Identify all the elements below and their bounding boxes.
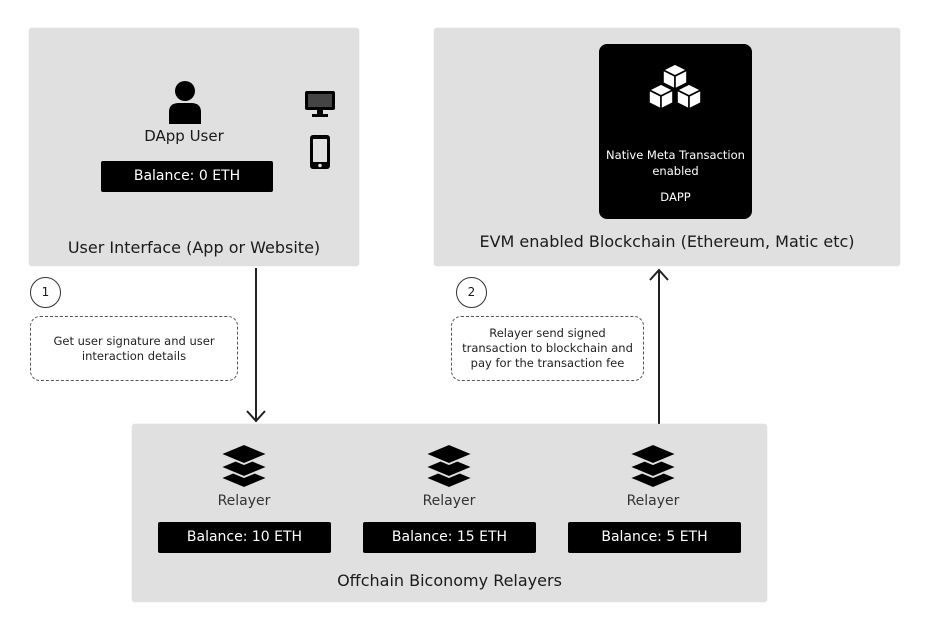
layers-icon — [628, 443, 678, 489]
relayer-3-label: Relayer — [626, 493, 680, 509]
step-1-marker: 1 — [30, 277, 61, 308]
step-1-note: Get user signature and user interaction … — [30, 316, 238, 381]
relayer-3-balance: Balance: 5 ETH — [568, 522, 741, 553]
arrow-relayers-to-blockchain — [649, 268, 669, 424]
layers-icon — [219, 443, 269, 489]
step-1-note-line2: interaction details — [81, 348, 187, 363]
dapp-box: Native Meta Transaction enabled DAPP — [599, 44, 752, 219]
layers-icon — [424, 443, 474, 489]
dapp-name: DAPP — [660, 190, 691, 204]
relayer-2-balance: Balance: 15 ETH — [363, 522, 536, 553]
step-2-note: Relayer send signed transaction to block… — [451, 316, 644, 381]
user-icon — [169, 81, 201, 124]
relayer-1-label: Relayer — [217, 493, 271, 509]
dapp-description-line1: Native Meta Transaction — [606, 148, 745, 162]
step-2-note-line1: Relayer send signed — [489, 326, 606, 340]
arrow-user-to-relayers — [246, 268, 266, 423]
relayer-2-label: Relayer — [422, 493, 476, 509]
step-2-marker: 2 — [456, 277, 487, 308]
user-balance-badge: Balance: 0 ETH — [101, 161, 273, 192]
blockchain-panel: Native Meta Transaction enabled DAPP EVM… — [434, 28, 900, 266]
step-1-note-line1: Get user signature and user — [53, 333, 215, 348]
mobile-icon — [310, 135, 330, 169]
dapp-user-label: DApp User — [144, 127, 224, 145]
user-interface-panel: DApp User Balance: 0 ETH User Interface … — [29, 28, 359, 266]
relayers-panel: Relayer Balance: 10 ETH Relayer Balance:… — [132, 424, 767, 602]
user-interface-caption: User Interface (App or Website) — [67, 238, 321, 257]
dapp-description-line2: enabled — [652, 164, 699, 178]
relayer-1-balance: Balance: 10 ETH — [158, 522, 331, 553]
step-2-note-line3: pay for the transaction fee — [470, 356, 625, 370]
relayers-caption: Offchain Biconomy Relayers — [337, 571, 562, 590]
step-2-note-line2: transaction to blockchain and — [462, 341, 633, 355]
cubes-icon — [648, 63, 702, 110]
desktop-icon — [305, 91, 335, 117]
blockchain-caption: EVM enabled Blockchain (Ethereum, Matic … — [479, 232, 855, 251]
